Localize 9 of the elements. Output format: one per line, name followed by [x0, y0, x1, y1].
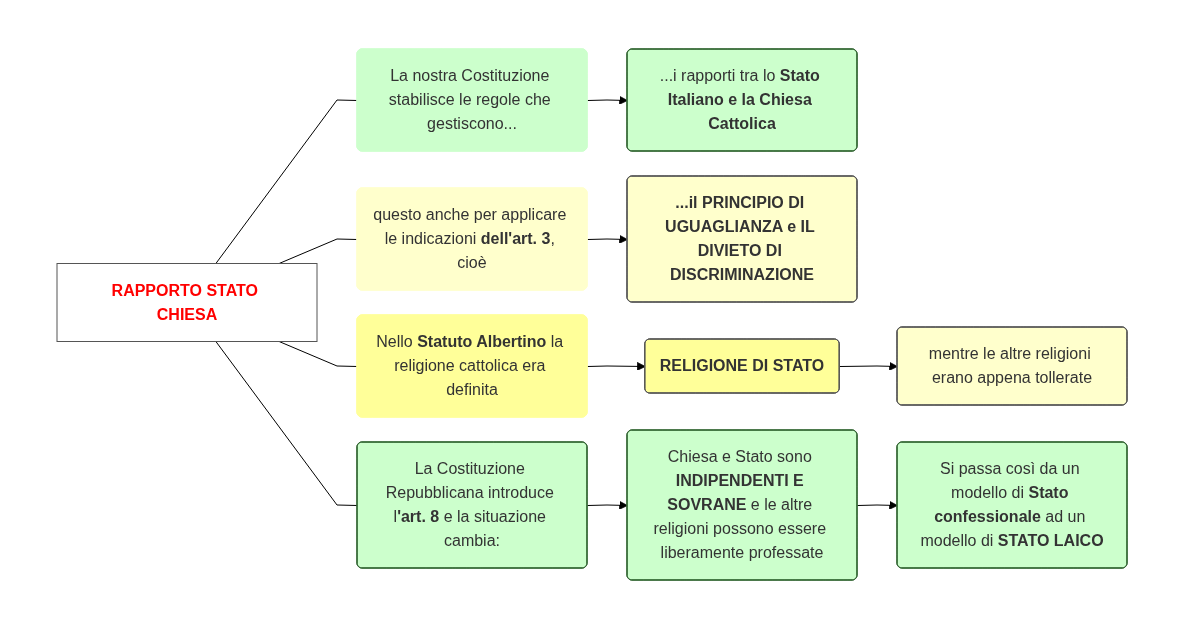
connector — [214, 99, 358, 264]
connector — [214, 340, 358, 506]
arrow — [838, 361, 898, 371]
arrow — [586, 500, 628, 510]
arrow — [586, 95, 628, 105]
arrow — [586, 361, 646, 371]
node-box: RAPPORTO STATO CHIESA — [56, 262, 317, 342]
arrow — [586, 234, 628, 244]
arrow — [856, 500, 898, 510]
